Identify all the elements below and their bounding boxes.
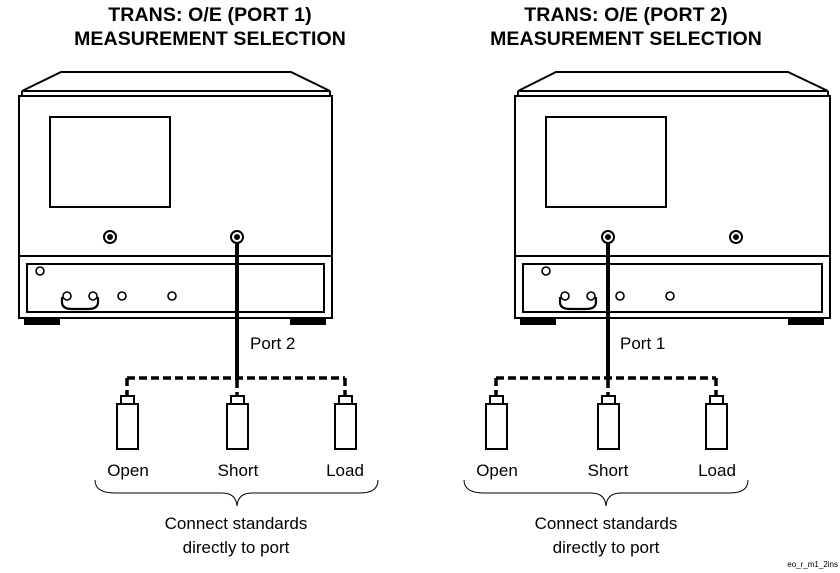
jumper-connector-icon — [560, 291, 570, 301]
open-standard-icon — [116, 395, 139, 450]
short-standard-icon — [597, 395, 620, 450]
standard-label-load: Load — [326, 461, 364, 480]
grouping-brace — [94, 479, 379, 507]
jumper-connector-icon — [88, 291, 98, 301]
short-standard-icon — [226, 395, 249, 450]
analyzer-diagram: Port 1 Open Short Load Connect standards… — [463, 71, 831, 557]
display-screen — [545, 116, 667, 208]
control-knob-icon — [541, 266, 551, 276]
load-standard-icon — [334, 395, 357, 450]
instrument-foot — [290, 318, 326, 325]
analyzer-instrument — [18, 71, 333, 319]
control-knob-icon — [615, 291, 625, 301]
panel-title-line1: TRANS: O/E (PORT 2) — [524, 4, 728, 26]
standard-label-short: Short — [588, 461, 629, 480]
control-knob-icon — [665, 291, 675, 301]
figure-file-label: eo_r_m1_2ins — [787, 560, 838, 569]
panel-title-line1: TRANS: O/E (PORT 1) — [108, 4, 312, 26]
display-screen — [49, 116, 171, 208]
instrument-foot — [788, 318, 824, 325]
port-label: Port 2 — [250, 334, 295, 353]
panel-title-line2: MEASUREMENT SELECTION — [490, 28, 762, 50]
control-knob-icon — [167, 291, 177, 301]
jumper-cable-icon — [60, 297, 100, 311]
jumper-connector-icon — [62, 291, 72, 301]
standard-label-open: Open — [107, 461, 149, 480]
panel-title-line2: MEASUREMENT SELECTION — [74, 28, 346, 50]
jumper-connector-icon — [586, 291, 596, 301]
dashed-connection-lines — [125, 376, 347, 396]
standard-label-short: Short — [218, 461, 259, 480]
instrument-foot — [520, 318, 556, 325]
grouping-brace — [463, 479, 749, 507]
jumper-cable-icon — [558, 297, 598, 311]
standard-label-load: Load — [698, 461, 736, 480]
analyzer-diagram: Port 2 Open Short Load Connect standards… — [18, 71, 379, 557]
control-knob-icon — [35, 266, 45, 276]
panel-port2-measurement: TRANS: O/E (PORT 2) MEASUREMENT SELECTIO… — [424, 0, 840, 573]
load-standard-icon — [705, 395, 728, 450]
instruction-line1: Connect standards — [535, 514, 678, 533]
connector-port2-icon — [729, 230, 743, 244]
instruction-line2: directly to port — [183, 538, 290, 557]
analyzer-instrument — [514, 71, 831, 319]
instruction-line1: Connect standards — [165, 514, 308, 533]
control-knob-icon — [117, 291, 127, 301]
connector-port1-icon — [103, 230, 117, 244]
panel-port1-measurement: TRANS: O/E (PORT 1) MEASUREMENT SELECTIO… — [18, 4, 379, 557]
instrument-foot — [24, 318, 60, 325]
dashed-connection-lines — [494, 376, 718, 396]
instruction-line2: directly to port — [553, 538, 660, 557]
port-label: Port 1 — [620, 334, 665, 353]
open-standard-icon — [485, 395, 508, 450]
standard-label-open: Open — [476, 461, 518, 480]
